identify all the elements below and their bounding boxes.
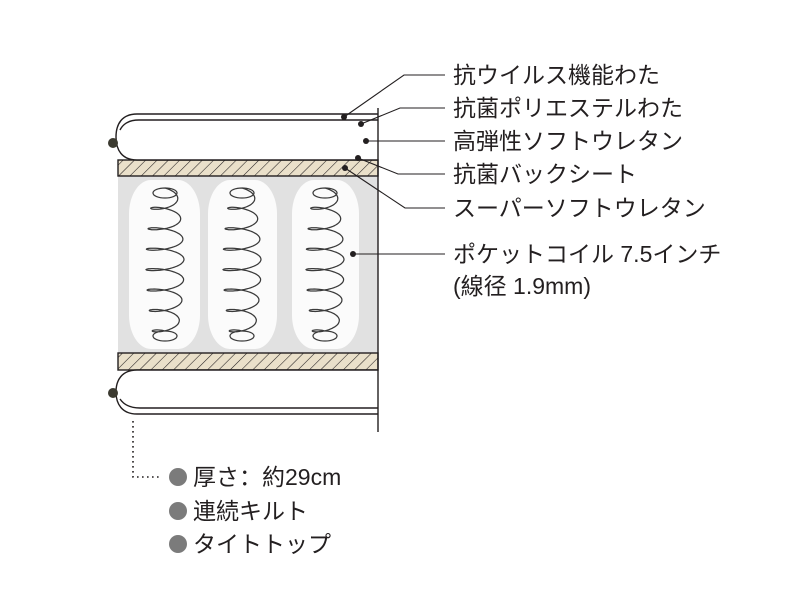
label-antiviral-fiber: 抗ウイルス機能わた bbox=[453, 62, 660, 88]
bottom-handle-button bbox=[108, 388, 118, 398]
pocket-coil-2 bbox=[222, 187, 262, 342]
leader-dot-antibacterial-polyester bbox=[358, 121, 364, 127]
leader-dot-antiviral-fiber bbox=[341, 114, 347, 120]
thickness-dotted-leader bbox=[132, 421, 160, 478]
pocket-coil-3 bbox=[305, 187, 345, 342]
leader-line-antibacterial-polyester bbox=[360, 107, 445, 125]
leader-dot-pocket-coil bbox=[350, 251, 356, 257]
feature-tight-top: タイトトップ bbox=[193, 531, 331, 557]
top-comfort-pad bbox=[115, 113, 378, 161]
feature-bullet-3 bbox=[169, 535, 187, 553]
leader-dot-super-soft-urethane bbox=[342, 165, 348, 171]
pocket-coil-1 bbox=[145, 187, 185, 342]
feature-bullet-2 bbox=[169, 502, 187, 520]
coil-pocket-1 bbox=[129, 180, 200, 349]
label-high-resilience-urethane: 高弾性ソフトウレタン bbox=[453, 128, 683, 154]
feature-continuous-quilt: 連続キルト bbox=[193, 498, 308, 524]
label-antibacterial-back-sheet: 抗菌バックシート bbox=[453, 161, 637, 187]
leader-dot-back-sheet bbox=[355, 155, 361, 161]
leader-line-super-soft-urethane bbox=[344, 167, 445, 209]
bottom-back-sheet-hatching bbox=[117, 352, 379, 371]
label-pocket-coil: ポケットコイル 7.5インチ bbox=[453, 241, 721, 267]
leader-line-back-sheet bbox=[357, 157, 445, 175]
coil-pocket-3 bbox=[292, 180, 359, 349]
feature-bullet-1 bbox=[169, 468, 187, 486]
leader-line-antiviral-fiber bbox=[343, 74, 445, 118]
coil-pocket-2 bbox=[208, 180, 277, 349]
top-back-sheet-hatching bbox=[117, 159, 379, 177]
label-antibacterial-polyester: 抗菌ポリエステルわた bbox=[453, 95, 683, 121]
top-pad-quilting-line bbox=[119, 119, 378, 131]
label-super-soft-urethane: スーパーソフトウレタン bbox=[453, 195, 706, 221]
bottom-pad-quilting-line bbox=[119, 398, 378, 409]
top-handle-button bbox=[108, 138, 118, 148]
leader-dot-high-resilience-urethane bbox=[363, 138, 369, 144]
label-wire-diameter: (線径 1.9mm) bbox=[453, 273, 591, 299]
feature-thickness: 厚さ：約29cm bbox=[193, 464, 341, 490]
